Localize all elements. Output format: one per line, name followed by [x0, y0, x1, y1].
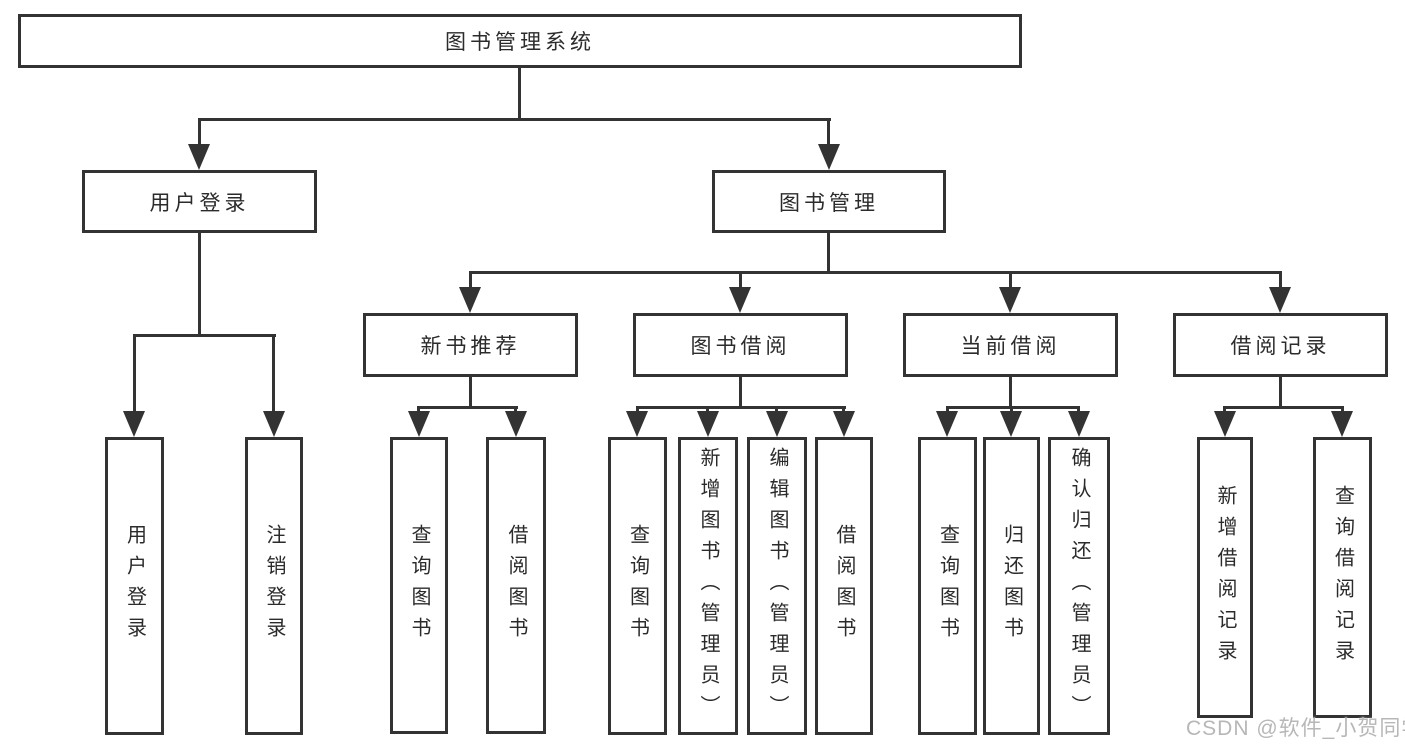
connector-stub-d1: [946, 406, 949, 414]
connector-user-login-split: [133, 334, 276, 337]
arrow-into-leaf-edit-book-admin: [766, 411, 788, 437]
arrow-into-leaf-logout: [263, 411, 285, 437]
arrow-into-user-login: [188, 144, 210, 170]
connector-stub-borrow-records: [1279, 271, 1282, 289]
connector-stub-c4: [842, 406, 845, 414]
connector-stub-b2: [514, 406, 517, 414]
node-book-management-label: 图书管理: [779, 191, 879, 215]
arrow-into-current-borrow: [999, 287, 1021, 313]
leaf-confirm-return-admin-label: 确认归还（管理员）: [1068, 446, 1090, 726]
connector-stub-d3: [1077, 406, 1080, 414]
leaf-borrow-books-recommend: 借阅图书: [486, 437, 546, 734]
connector-stub-c1: [636, 406, 639, 414]
arrow-into-book-management: [818, 144, 840, 170]
leaf-return-books: 归还图书: [983, 437, 1040, 735]
node-book-management: 图书管理: [712, 170, 946, 233]
arrow-into-leaf-query-books-borrow: [626, 411, 648, 437]
leaf-user-login: 用户登录: [105, 437, 164, 735]
leaf-logout: 注销登录: [245, 437, 303, 735]
connector-borrow-records-stem: [1279, 377, 1282, 409]
connector-borrow-records-split: [1223, 406, 1344, 409]
leaf-edit-book-admin-label: 编辑图书（管理员）: [766, 446, 788, 726]
connector-root-stem: [518, 68, 521, 121]
connector-book-borrow-split: [636, 406, 846, 409]
leaf-add-book-admin: 新增图书（管理员）: [678, 437, 738, 735]
leaf-query-books-current: 查询图书: [918, 437, 977, 735]
leaf-add-borrow-record: 新增借阅记录: [1197, 437, 1253, 718]
connector-user-login-stem: [198, 233, 201, 337]
leaf-edit-book-admin: 编辑图书（管理员）: [747, 437, 807, 735]
node-root: 图书管理系统: [18, 14, 1022, 68]
leaf-return-books-label: 归还图书: [1000, 524, 1023, 648]
arrow-into-leaf-query-books-current: [936, 411, 958, 437]
node-book-borrow-label: 图书借阅: [690, 335, 791, 358]
connector-book-borrow-stem: [739, 377, 742, 409]
arrow-into-leaf-confirm-return-admin: [1068, 411, 1090, 437]
connector-current-borrow-stem: [1009, 377, 1012, 409]
connector-stub-leaf-user-login: [133, 334, 136, 413]
connector-root-split: [198, 118, 831, 121]
arrow-into-leaf-add-book-admin: [697, 411, 719, 437]
connector-stub-e1: [1223, 406, 1226, 414]
connector-stub-new-book-recommend: [469, 271, 472, 289]
node-root-label: 图书管理系统: [445, 31, 595, 54]
leaf-confirm-return-admin: 确认归还（管理员）: [1048, 437, 1110, 735]
arrow-into-leaf-borrow-books-borrow: [833, 411, 855, 437]
arrow-into-new-book-recommend: [459, 287, 481, 313]
leaf-borrow-books-borrow-label: 借阅图书: [833, 524, 855, 648]
leaf-logout-label: 注销登录: [263, 524, 285, 648]
connector-stub-d2: [1010, 406, 1013, 414]
node-current-borrow: 当前借阅: [903, 313, 1118, 377]
connector-stub-user-login: [198, 118, 201, 146]
leaf-query-books-recommend: 查询图书: [390, 437, 448, 734]
arrow-into-leaf-borrow-books-recommend: [505, 411, 527, 437]
arrow-into-borrow-records: [1269, 287, 1291, 313]
connector-stub-book-borrow: [739, 271, 742, 289]
connector-stub-e2: [1341, 406, 1344, 414]
leaf-query-borrow-record-label: 查询借阅记录: [1331, 484, 1354, 671]
leaf-query-borrow-record: 查询借阅记录: [1313, 437, 1372, 718]
connector-stub-leaf-logout: [272, 334, 275, 413]
leaf-add-borrow-record-label: 新增借阅记录: [1214, 484, 1236, 671]
connector-current-borrow-split: [946, 406, 1080, 409]
leaf-user-login-label: 用户登录: [123, 524, 146, 648]
connector-stub-c2: [706, 406, 709, 414]
node-new-book-recommend: 新书推荐: [363, 313, 578, 377]
connector-new-book-recommend-stem: [469, 377, 472, 409]
node-book-borrow: 图书借阅: [633, 313, 848, 377]
connector-book-management-stem: [827, 233, 830, 274]
node-new-book-recommend-label: 新书推荐: [420, 335, 521, 358]
node-user-login-label: 用户登录: [149, 191, 250, 215]
connector-stub-c3: [775, 406, 778, 414]
arrow-into-book-borrow: [729, 287, 751, 313]
node-borrow-records: 借阅记录: [1173, 313, 1388, 377]
node-user-login: 用户登录: [82, 170, 317, 233]
arrow-into-leaf-query-books-recommend: [408, 411, 430, 437]
connector-stub-book-management: [827, 118, 830, 146]
node-current-borrow-label: 当前借阅: [960, 335, 1061, 358]
connector-stub-current-borrow: [1009, 271, 1012, 289]
watermark: CSDN @软件_小贺同学: [1186, 717, 1405, 740]
leaf-query-books-borrow: 查询图书: [608, 437, 667, 735]
arrow-into-leaf-return-books: [1000, 411, 1022, 437]
arrow-into-leaf-user-login: [123, 411, 145, 437]
arrow-into-leaf-add-borrow-record: [1214, 411, 1236, 437]
connector-book-management-split: [469, 271, 1282, 274]
arrow-into-leaf-query-borrow-record: [1331, 411, 1353, 437]
leaf-query-books-current-label: 查询图书: [936, 524, 959, 648]
leaf-query-books-borrow-label: 查询图书: [626, 524, 649, 648]
node-borrow-records-label: 借阅记录: [1230, 335, 1331, 358]
connector-stub-b1: [417, 406, 420, 414]
leaf-query-books-recommend-label: 查询图书: [408, 523, 430, 648]
leaf-borrow-books-borrow: 借阅图书: [815, 437, 873, 735]
leaf-add-book-admin-label: 新增图书（管理员）: [697, 446, 719, 726]
leaf-borrow-books-recommend-label: 借阅图书: [505, 523, 527, 648]
connector-new-book-recommend-split: [417, 406, 518, 409]
